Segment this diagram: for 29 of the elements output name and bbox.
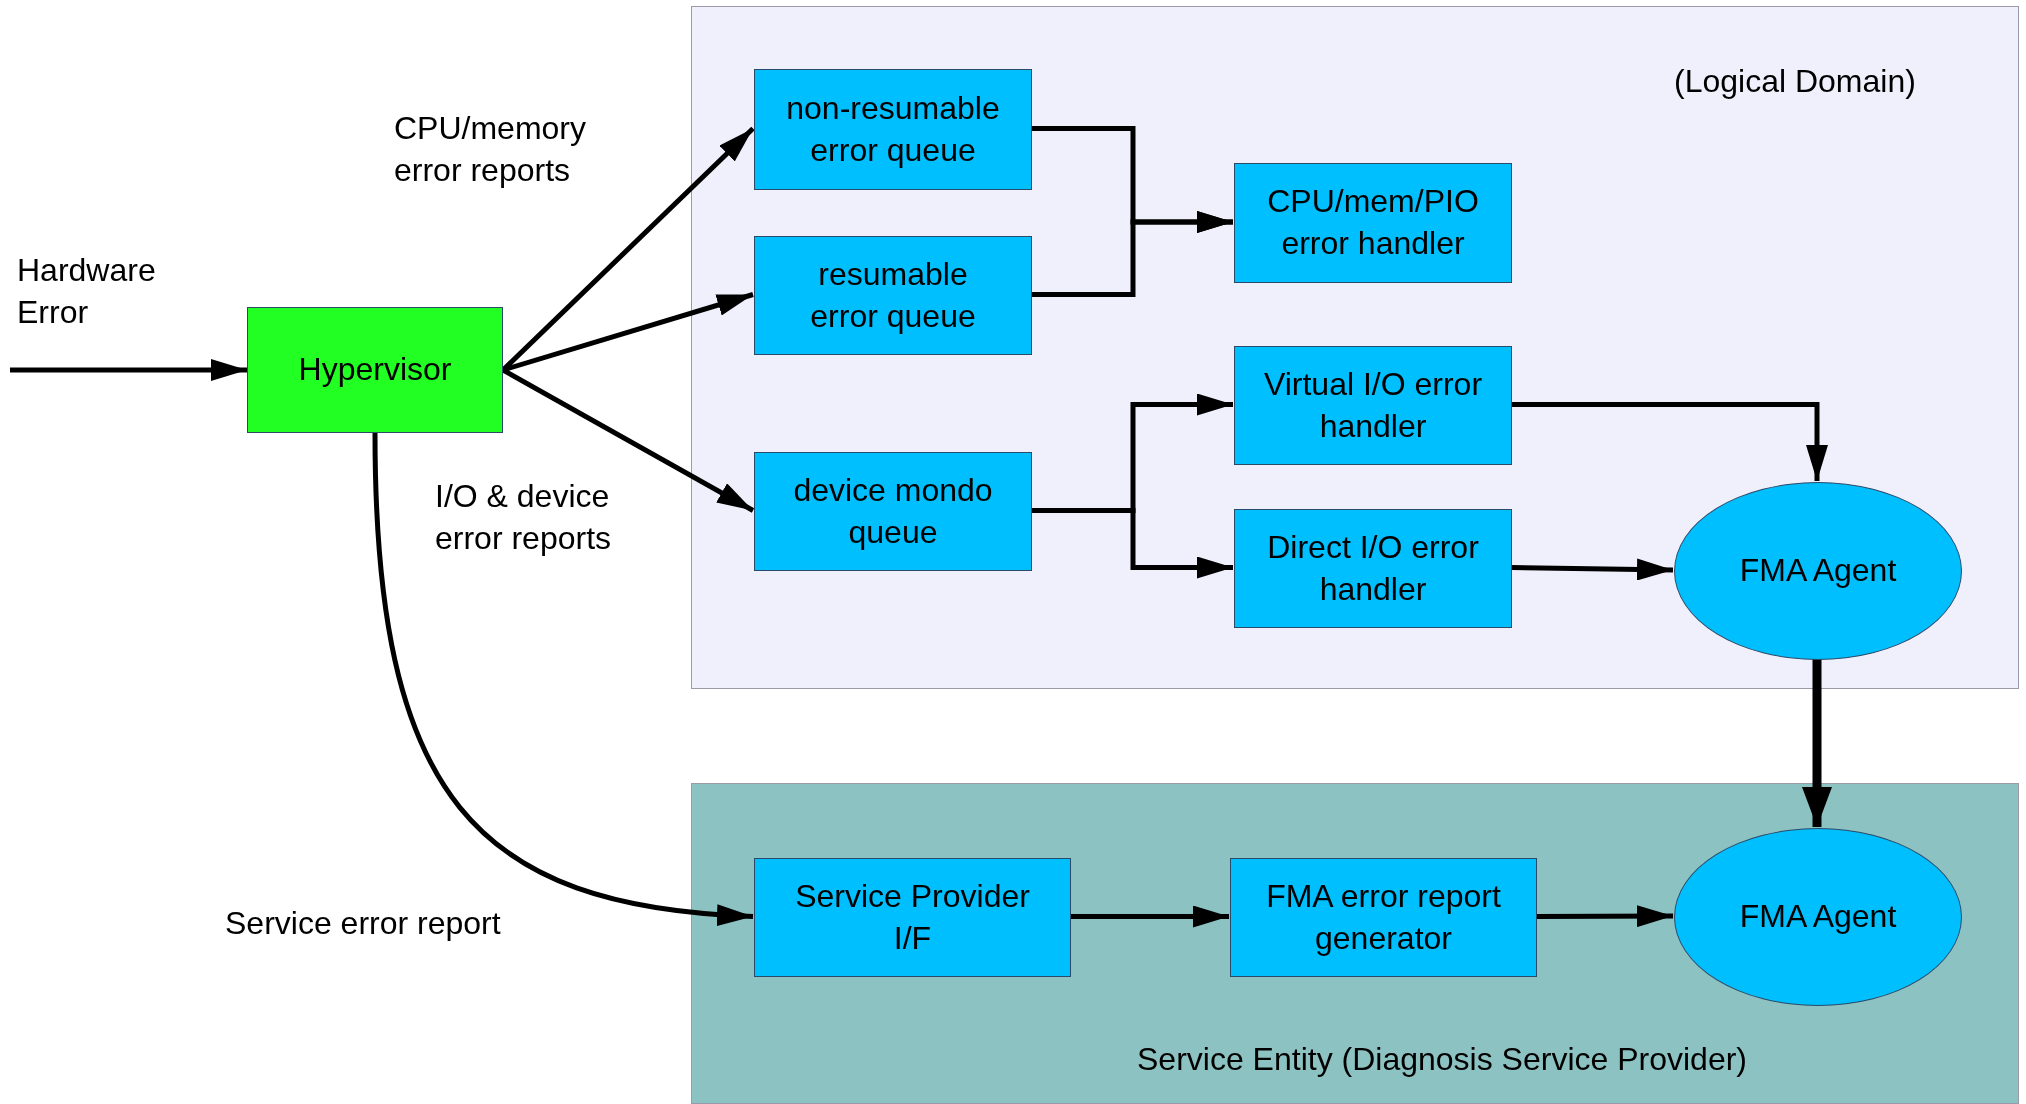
interface-box: Service Provider I/F <box>754 858 1071 977</box>
handler-box: Virtual I/O error handler <box>1234 346 1512 465</box>
handler-box: CPU/mem/PIO error handler <box>1234 163 1512 283</box>
arrow <box>10 359 247 381</box>
arrow <box>501 367 755 513</box>
agent-ellipse: FMA Agent <box>1674 828 1962 1006</box>
annotation-text: CPU/memory error reports <box>394 109 587 190</box>
arrow <box>372 432 754 925</box>
queue-box: non-resumable error queue <box>754 69 1032 190</box>
arrow <box>1070 905 1229 928</box>
annotation-text: Hardware Error <box>17 251 157 332</box>
arrow <box>1802 659 1832 827</box>
annotation-text: Service error report <box>225 904 502 943</box>
panel-title: (Logical Domain) <box>1674 62 1917 101</box>
queue-box: device mondo queue <box>754 452 1032 571</box>
annotation-text: I/O & device error reports <box>435 477 613 558</box>
arrow <box>1511 402 1828 481</box>
agent-ellipse: FMA Agent <box>1674 482 1962 660</box>
queue-box: resumable error queue <box>754 236 1032 355</box>
generator-box: FMA error report generator <box>1230 858 1537 977</box>
arrow <box>1510 558 1674 581</box>
panel-title: Service Entity (Diagnosis Service Provider) <box>1137 1040 1748 1079</box>
arrow <box>1031 211 1233 297</box>
arrow <box>1031 508 1233 579</box>
domain-panel <box>691 6 2019 689</box>
arrow <box>1536 905 1673 928</box>
service-entity-panel <box>691 783 2019 1104</box>
handler-box: Direct I/O error handler <box>1234 509 1512 628</box>
process-box: Hypervisor <box>247 307 503 433</box>
